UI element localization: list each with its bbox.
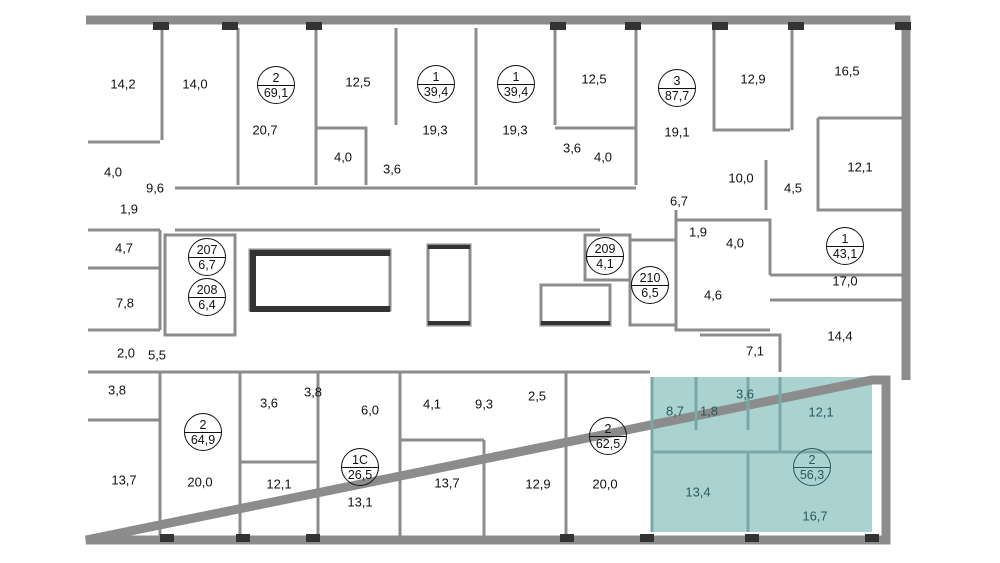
- room-area: 19,1: [664, 124, 690, 140]
- room-area: 12,1: [847, 159, 873, 175]
- apartment-area: 39,4: [423, 84, 449, 99]
- room-area: 5,5: [147, 347, 167, 363]
- room-area: 1,9: [119, 201, 139, 217]
- room-area: 4,7: [114, 240, 134, 256]
- room-area: 12,1: [266, 476, 292, 492]
- apartment-area: 69,1: [263, 85, 289, 100]
- storage-area: 6,4: [198, 297, 216, 312]
- room-area: 14,4: [827, 328, 853, 344]
- room-area: 13,7: [434, 475, 460, 491]
- room-area: 14,2: [110, 76, 136, 92]
- room-area: 3,6: [259, 395, 279, 411]
- room-area: 4,1: [422, 396, 442, 412]
- room-count: 2: [258, 71, 294, 86]
- room-area: 3,8: [303, 384, 323, 400]
- room-area: 4,0: [593, 149, 613, 165]
- room-area: 4,0: [103, 164, 123, 180]
- room-count: 1: [498, 70, 534, 85]
- room-area: 10,0: [728, 170, 754, 186]
- room-area: 20,0: [187, 474, 213, 490]
- room-area: 6,7: [669, 193, 689, 209]
- room-area: 4,6: [703, 287, 723, 303]
- highlighted-room-area: 3,6: [735, 386, 755, 402]
- storage-number: 209: [587, 242, 623, 257]
- storage-area: 4,1: [596, 256, 614, 271]
- highlighted-room-area: 1,8: [699, 403, 719, 419]
- room-area: 4,5: [783, 180, 803, 196]
- room-area: 19,3: [502, 122, 528, 138]
- room-area: 12,9: [525, 476, 551, 492]
- room-area: 3,6: [562, 140, 582, 156]
- apartment-area: 56,3: [799, 467, 825, 482]
- room-area: 20,0: [592, 476, 618, 492]
- room-area: 20,7: [252, 122, 278, 138]
- room-count: 1: [827, 232, 863, 247]
- room-area: 17,0: [832, 273, 858, 289]
- room-area: 7,1: [745, 343, 765, 359]
- room-count: 2: [590, 422, 626, 437]
- room-area: 13,7: [111, 472, 137, 488]
- highlighted-room-area: 13,4: [685, 484, 711, 500]
- room-count: 2: [185, 418, 221, 433]
- storage-area: 6,5: [641, 285, 659, 300]
- room-count: 3: [659, 74, 695, 89]
- room-area: 3,6: [382, 161, 402, 177]
- highlighted-room-area: 16,7: [802, 508, 828, 524]
- storage-number: 208: [189, 283, 225, 298]
- storage-number: 207: [189, 243, 225, 258]
- room-area: 2,5: [527, 388, 547, 404]
- apartment-area: 39,4: [503, 84, 529, 99]
- room-count: 1С: [342, 453, 378, 468]
- room-area: 1,9: [688, 224, 708, 240]
- room-area: 4,0: [725, 235, 745, 251]
- room-area: 16,5: [834, 63, 860, 79]
- room-area: 2,0: [116, 345, 136, 361]
- room-area: 19,3: [422, 122, 448, 138]
- room-area: 12,5: [581, 71, 607, 87]
- room-area: 9,3: [474, 396, 494, 412]
- room-count: 2: [794, 453, 830, 468]
- apartment-area: 87,7: [664, 88, 690, 103]
- room-area: 3,8: [107, 382, 127, 398]
- apartment-area: 62,5: [595, 436, 621, 451]
- room-area: 12,9: [740, 71, 766, 87]
- storage-area: 6,7: [198, 257, 216, 272]
- room-area: 7,8: [115, 295, 135, 311]
- room-area: 4,0: [333, 149, 353, 165]
- room-area: 12,5: [345, 74, 371, 90]
- apartment-area: 43,1: [832, 246, 858, 261]
- apartment-area: 26,5: [347, 467, 373, 482]
- room-area: 6,0: [360, 402, 380, 418]
- highlighted-room-area: 12,1: [808, 404, 834, 420]
- room-area: 13,1: [347, 494, 373, 510]
- room-area: 9,6: [145, 180, 165, 196]
- room-count: 1: [418, 70, 454, 85]
- apartment-area: 64,9: [190, 432, 216, 447]
- storage-number: 210: [632, 271, 668, 286]
- highlighted-room-area: 8,7: [665, 403, 685, 419]
- room-area: 14,0: [182, 76, 208, 92]
